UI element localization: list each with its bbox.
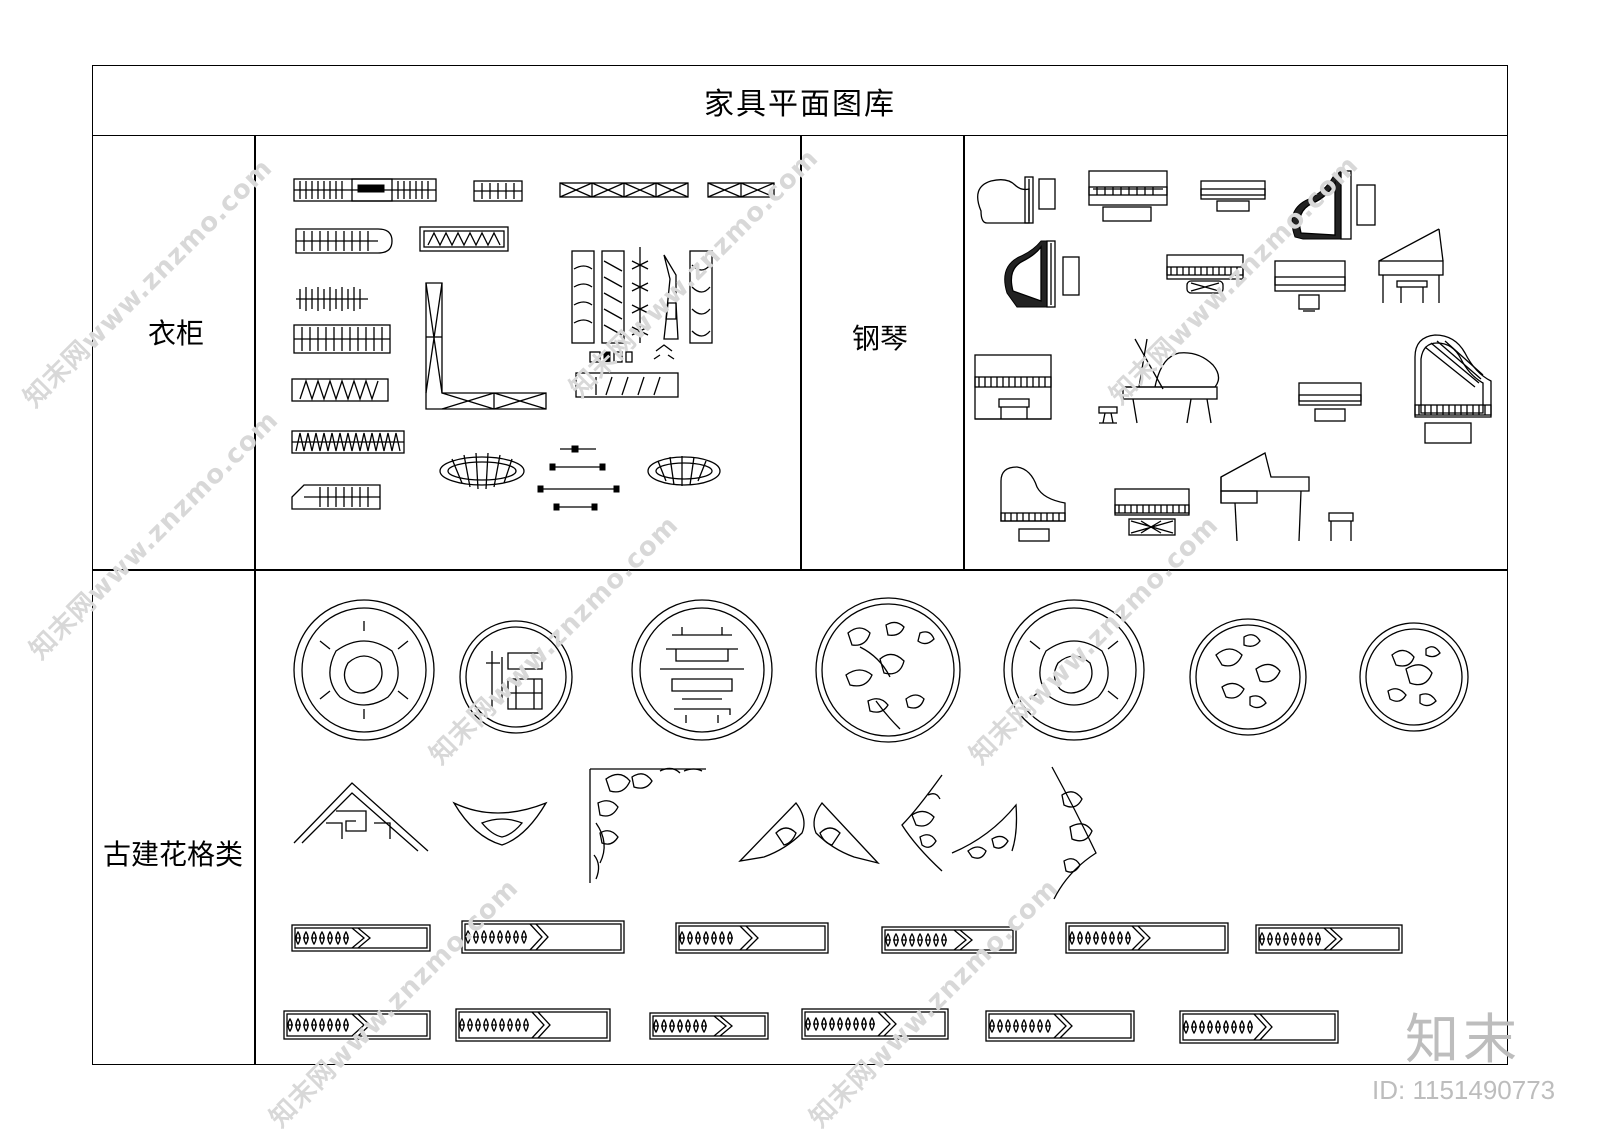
wardrobe-label: 衣柜: [147, 317, 205, 350]
carved-beam: [649, 1012, 769, 1040]
wardrobe-plan: [419, 226, 509, 252]
grand-piano-plan: [1000, 466, 1066, 542]
grand-piano-elevation: [1098, 338, 1220, 424]
corner-bracket-pair: [901, 774, 1018, 872]
upright-piano-plan: [1200, 180, 1266, 212]
carved-beam: [291, 924, 431, 952]
wardrobe-accessories: [589, 344, 675, 363]
grand-piano-plan: [1004, 240, 1080, 308]
row-divider: [92, 569, 1508, 571]
label-column-divider: [254, 135, 256, 1065]
upright-piano-elevation: [974, 354, 1052, 420]
wardrobe-plan: [559, 182, 689, 198]
carved-beam: [461, 920, 625, 954]
image-id: ID: 1151490773: [1372, 1075, 1556, 1105]
corner-bracket: [452, 801, 548, 846]
wardrobe-piano-divider: [800, 135, 802, 569]
upright-piano-plan: [1298, 382, 1362, 422]
upright-piano-plan: [1166, 254, 1244, 294]
carving-label: 古建花格类: [102, 838, 244, 871]
title-row: 家具平面图库: [93, 66, 1507, 136]
piano-symbols: [965, 137, 1507, 568]
grand-piano-plan: [1291, 170, 1376, 240]
wardrobe-plan: [707, 182, 775, 198]
wardrobe-corner-plan: [425, 282, 547, 410]
carving-symbols: [256, 571, 1507, 1064]
wardrobe-plan: [575, 372, 679, 398]
carved-beam: [801, 1008, 949, 1040]
carved-beam: [1179, 1010, 1339, 1044]
corner-bracket-pair: [738, 801, 880, 865]
carved-beam: [455, 1008, 611, 1042]
corner-bracket: [1051, 766, 1097, 900]
wardrobe-plan: [291, 378, 389, 402]
round-medallion: [293, 599, 435, 741]
corner-bracket: [293, 782, 429, 852]
carved-beam: [1065, 922, 1229, 954]
upright-piano-plan: [1088, 170, 1168, 222]
sheet-title: 家具平面图库: [704, 86, 896, 122]
piano-label: 钢琴: [851, 322, 909, 355]
round-medallion-floral: [1189, 618, 1307, 736]
wardrobe-elevation: [571, 247, 713, 344]
grand-piano-elevation: [1220, 452, 1354, 542]
wardrobe-plan: [295, 228, 393, 254]
upright-piano-plan: [1114, 488, 1190, 536]
round-medallion: [1003, 599, 1145, 741]
carved-beam: [985, 1010, 1135, 1042]
wardrobe-plan: [473, 180, 523, 202]
carved-beam: [283, 1010, 431, 1040]
round-medallion-shou: [631, 599, 773, 741]
wardrobe-symbols: [256, 137, 799, 568]
brand-logo: 知末: [1405, 1008, 1521, 1071]
hanger-rod-plan: [537, 445, 620, 511]
carved-beam: [881, 926, 1017, 954]
piano-label-divider: [963, 135, 965, 569]
carving-drawing: [283, 597, 1469, 1044]
carved-beam-row: [291, 920, 1403, 954]
round-medallion-floral: [1359, 622, 1469, 732]
carved-beam: [675, 922, 829, 954]
grand-piano-plan: [977, 176, 1056, 224]
corner-bracket: [589, 767, 706, 883]
oval-rack-plan: [439, 452, 525, 490]
wardrobe-plan: [293, 324, 391, 354]
piano-drawing: [974, 170, 1492, 542]
upright-piano-plan: [1274, 260, 1346, 312]
round-medallion-floral: [815, 597, 961, 743]
grand-piano-plan: [1414, 334, 1492, 444]
oval-rack-plan: [647, 456, 721, 486]
wardrobe-plan: [296, 287, 368, 311]
carved-beam: [1255, 924, 1403, 954]
carved-beam-row: [283, 1008, 1339, 1044]
round-medallion-fu: [459, 620, 573, 734]
wardrobe-plan: [291, 430, 405, 454]
wardrobe-plan: [293, 178, 437, 202]
wardrobe-plan: [291, 484, 381, 510]
grand-piano-elevation: [1378, 228, 1444, 303]
wardrobe-drawing: [291, 178, 775, 511]
drawing-sheet: 家具平面图库: [92, 65, 1508, 1065]
